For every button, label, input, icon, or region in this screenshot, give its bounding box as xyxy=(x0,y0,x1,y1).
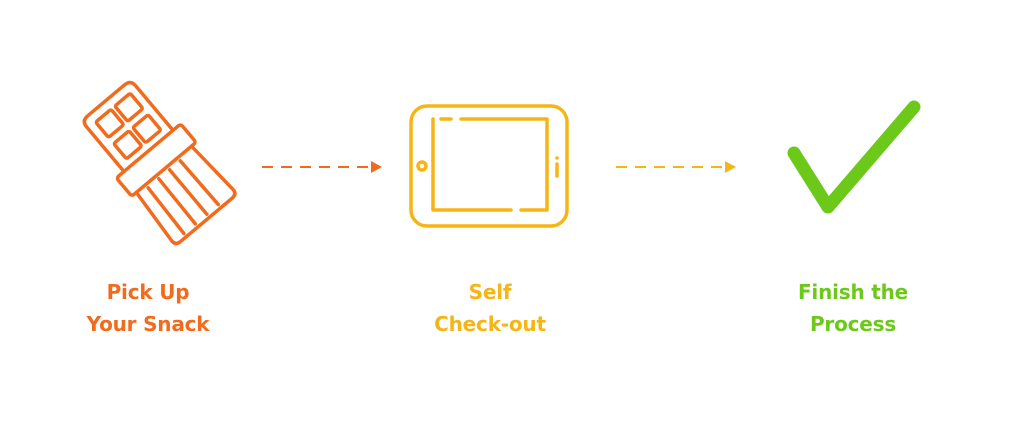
step-1-line-1: Pick Up xyxy=(106,280,190,304)
step-3-line-2: Process xyxy=(809,312,897,336)
checkmark-icon xyxy=(787,100,921,214)
step-2-line-2: Check-out xyxy=(434,312,546,336)
dashed-arrow-1 xyxy=(262,161,382,173)
dashed-arrow-2 xyxy=(616,161,736,173)
snack-bar-icon xyxy=(82,80,237,246)
step-label-pick-up: Pick Up Your Snack xyxy=(28,276,268,340)
step-1-line-2: Your Snack xyxy=(86,312,210,336)
tablet-icon xyxy=(409,104,569,228)
step-label-finish: Finish the Process xyxy=(733,276,973,340)
step-label-self-checkout: Self Check-out xyxy=(370,276,610,340)
step-2-line-1: Self xyxy=(468,280,512,304)
step-3-line-1: Finish the xyxy=(797,280,909,304)
